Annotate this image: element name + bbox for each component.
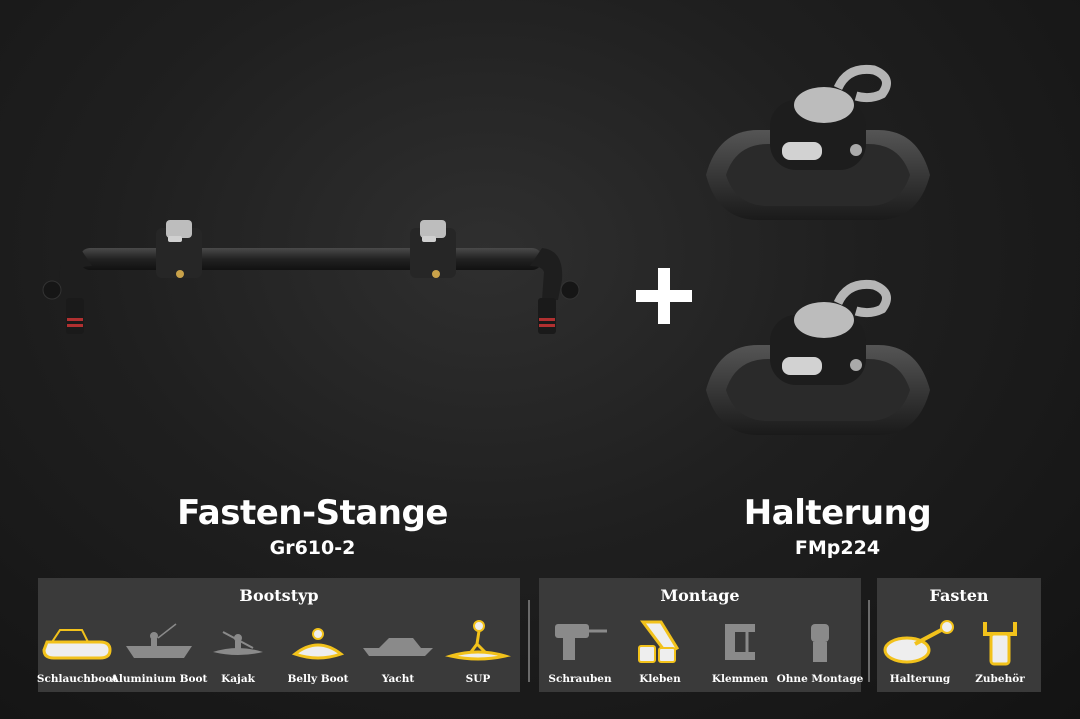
clamp-icon	[725, 624, 755, 660]
sup-icon	[445, 620, 511, 661]
panel-bootstyp: Bootstyp Schlauchboot Aluminium Boot Kaj…	[37, 578, 523, 692]
category-label: Aluminium Boot	[110, 673, 208, 685]
panel-title-fasten: Fasten	[929, 586, 989, 605]
product-title-left: Fasten-Stange	[177, 493, 448, 533]
panel-montage: Montage Schrauben Kleben Klemmen Ohne Mo…	[539, 578, 863, 692]
category-label: SUP	[465, 673, 491, 685]
product-title-right: Halterung	[743, 493, 932, 533]
category-belly-boot: Belly Boot	[273, 618, 363, 688]
category-label: Belly Boot	[287, 673, 349, 685]
mount-icon	[883, 620, 954, 664]
drill-icon	[555, 624, 607, 660]
panel-title-bootstyp: Bootstyp	[239, 586, 319, 605]
halterung-photo	[706, 64, 930, 435]
no-mount-icon	[811, 624, 829, 662]
product-code-left: Gr610-2	[269, 537, 356, 559]
belly-boat-icon	[291, 628, 345, 660]
category-schrauben: Schrauben	[535, 618, 625, 688]
product-code-right: FMp224	[794, 537, 881, 559]
aluminium-boat-icon	[126, 623, 192, 658]
category-halterung: Halterung	[875, 618, 965, 688]
panel-fasten: Fasten Halterung Zubehör	[877, 578, 1041, 692]
fasten-stange-photo	[42, 220, 580, 334]
category-yacht: Yacht	[353, 618, 443, 688]
category-label: Ohne Montage	[776, 673, 864, 685]
yacht-icon	[363, 638, 433, 656]
category-aluminium-boot: Aluminium Boot	[111, 618, 207, 688]
category-kajak: Kajak	[193, 618, 283, 688]
category-label: Halterung	[889, 673, 951, 685]
category-label: Schlauchboot	[36, 673, 118, 685]
panel-title-montage: Montage	[660, 586, 740, 605]
accessory-icon	[983, 622, 1017, 666]
inflatable-boat-icon	[42, 629, 112, 660]
category-label: Kleben	[639, 673, 681, 685]
panel-divider	[528, 600, 530, 682]
category-kleben: Kleben	[615, 618, 705, 688]
category-label: Kajak	[221, 673, 255, 685]
category-zubehoer: Zubehör	[955, 618, 1045, 688]
category-label: Schrauben	[548, 673, 612, 685]
glue-icon	[638, 620, 680, 663]
category-label: Zubehör	[975, 673, 1025, 685]
category-ohne-montage: Ohne Montage	[775, 618, 865, 688]
kayak-icon	[213, 631, 263, 655]
category-sup: SUP	[433, 618, 523, 688]
category-klemmen: Klemmen	[695, 618, 785, 688]
plus-icon	[636, 268, 692, 324]
category-label: Klemmen	[711, 673, 769, 685]
panel-divider	[868, 600, 870, 682]
category-schlauchboot: Schlauchboot	[32, 618, 122, 688]
category-label: Yacht	[381, 673, 415, 685]
